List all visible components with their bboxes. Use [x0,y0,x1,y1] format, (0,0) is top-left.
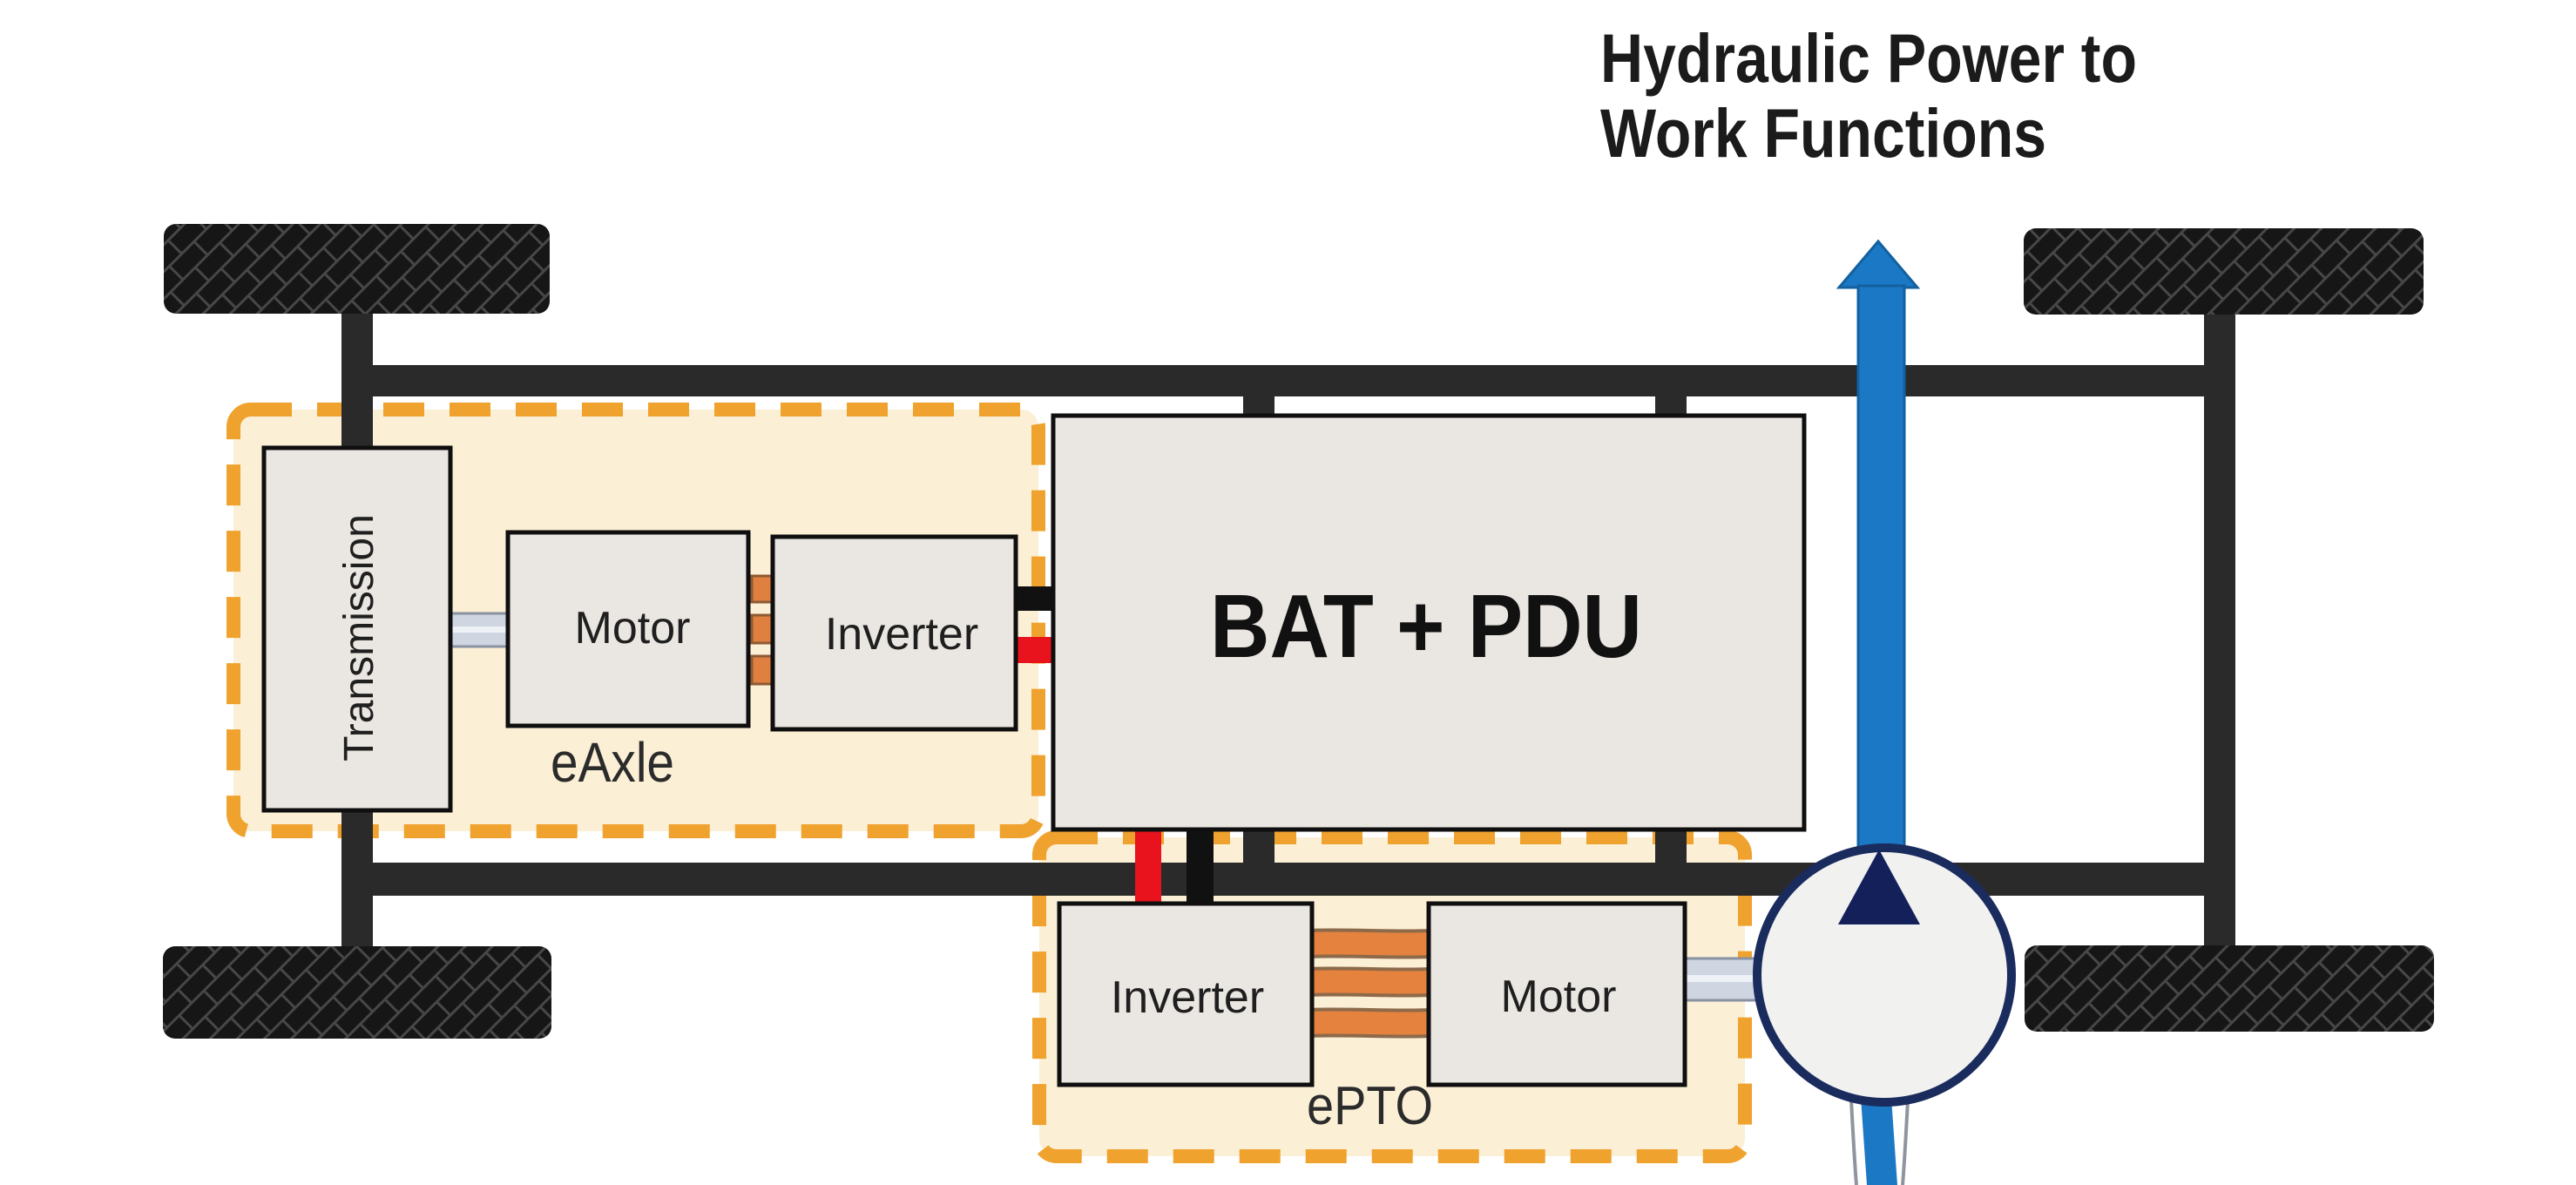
svg-text:Inverter: Inverter [1111,972,1264,1023]
svg-text:Motor: Motor [1501,972,1617,1022]
svg-text:Hydraulic Power to: Hydraulic Power to [1600,19,2137,97]
svg-text:Inverter: Inverter [825,609,978,660]
svg-text:eAxle: eAxle [551,731,674,794]
svg-text:ePTO: ePTO [1307,1076,1433,1136]
svg-text:Work Functions: Work Functions [1600,94,2046,172]
svg-text:Transmission: Transmission [336,514,382,762]
svg-text:BAT + PDU: BAT + PDU [1210,576,1642,676]
svg-text:Motor: Motor [575,603,691,653]
